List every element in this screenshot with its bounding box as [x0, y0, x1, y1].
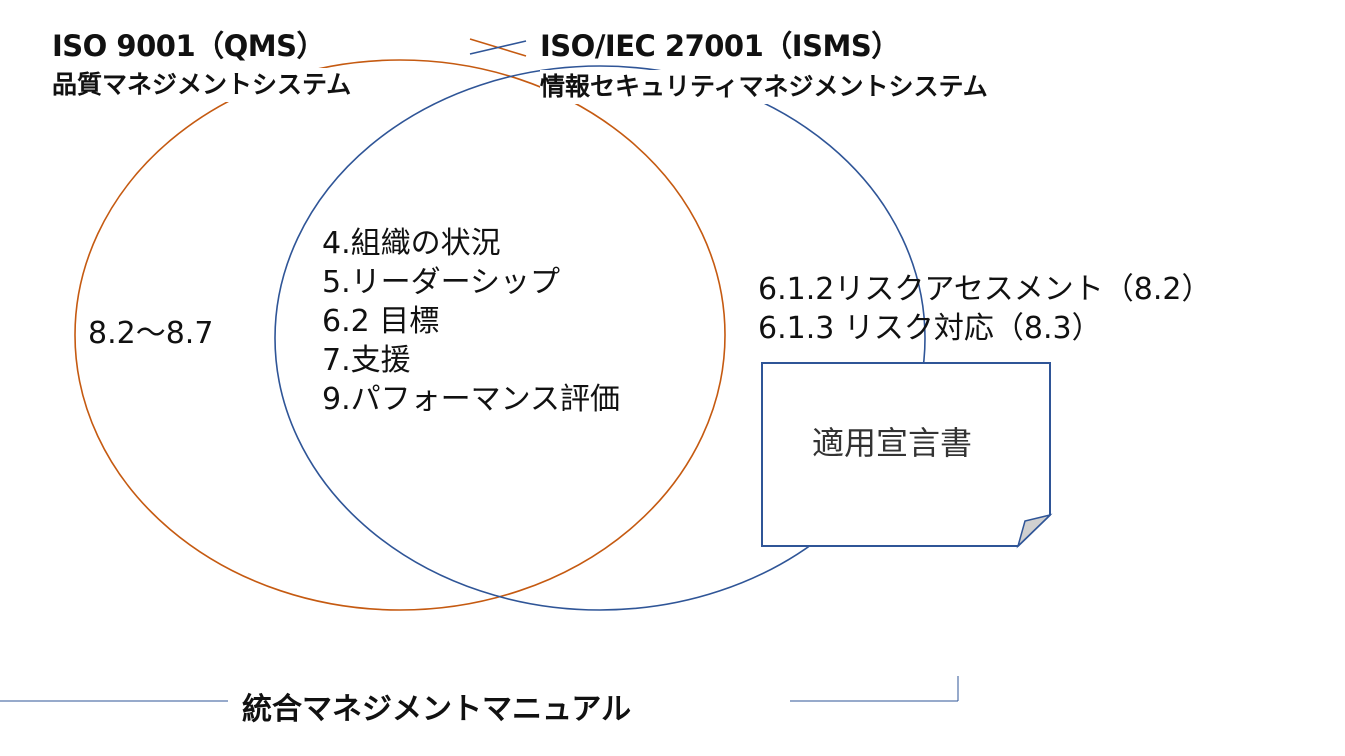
isms-legend-line	[469, 40, 527, 55]
common-clause: 9.パフォーマンス評価	[322, 382, 621, 417]
isms-clause: 6.1.3 リスク対応（8.3）	[758, 311, 1102, 346]
isms-subtitle: 情報セキュリティマネジメントシステム	[540, 70, 988, 104]
common-clause: 4.組織の状況	[322, 226, 501, 261]
common-clauses: 4.組織の状況 5.リーダーシップ 6.2 目標 7.支援 9.パフォーマンス評…	[322, 224, 620, 419]
footer-label: 統合マネジメントマニュアル	[242, 690, 632, 730]
isms-circle	[274, 65, 926, 611]
document-label: 適用宣言書	[812, 424, 973, 462]
qms-title: ISO 9001（QMS）	[52, 28, 326, 64]
qms-subtitle: 品質マネジメントシステム	[52, 68, 352, 102]
isms-only-clauses: 6.1.2リスクアセスメント（8.2） 6.1.3 リスク対応（8.3）	[758, 270, 1211, 348]
common-clause: 7.支援	[322, 343, 411, 378]
common-clause: 5.リーダーシップ	[322, 265, 561, 300]
common-clause: 6.2 目標	[322, 304, 440, 339]
isms-clause: 6.1.2リスクアセスメント（8.2）	[758, 272, 1212, 307]
qms-only-clauses: 8.2〜8.7	[88, 316, 214, 351]
isms-title: ISO/IEC 27001（ISMS）	[540, 28, 900, 64]
qms-circle	[74, 59, 726, 611]
document-shape	[761, 362, 1053, 549]
